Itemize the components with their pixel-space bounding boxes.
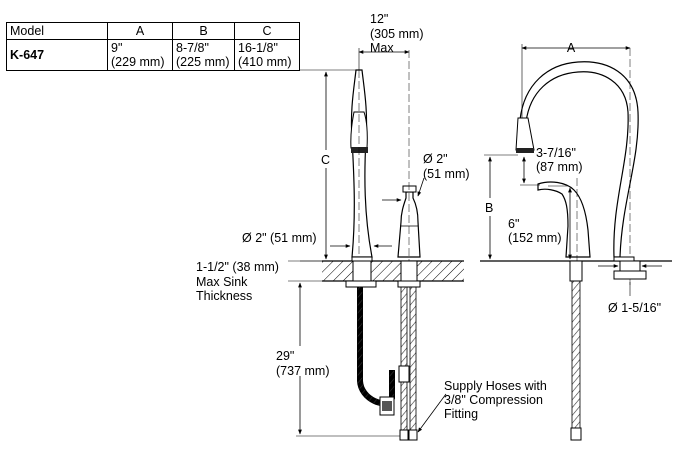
sink-thickness-label: Thickness <box>196 289 252 303</box>
front-spout-shank <box>619 260 641 272</box>
cell-b-mm: (225 mm) <box>176 55 230 69</box>
front-spray-head <box>515 117 535 151</box>
handle-body <box>397 191 421 258</box>
front-compression-fitting <box>570 427 582 441</box>
spec-table: Model A B C K-647 9"(229 mm) 8-7/8"(225 … <box>6 22 300 71</box>
dim-b-label: B <box>485 201 493 215</box>
handle-shank <box>400 260 418 282</box>
faucet-spout <box>350 69 373 258</box>
handle-diameter-inch: Ø 2" <box>423 152 448 166</box>
spray-face <box>351 147 368 153</box>
sink-thickness-dim: 1-1/2" (38 mm) <box>196 260 279 274</box>
handle-nut <box>397 280 421 288</box>
dim-c-label: C <box>321 153 330 167</box>
spec-table-header-row: Model A B C <box>6 22 300 40</box>
max-reach-max: Max <box>370 41 394 55</box>
front-view <box>480 44 672 441</box>
sink-thickness-max: Max Sink <box>196 275 248 289</box>
handle-cap <box>402 185 417 193</box>
spray-height-mm: (87 mm) <box>536 160 583 174</box>
supply-hose-cold <box>409 286 417 438</box>
shank-diameter-label: Ø 1-5/16" <box>608 301 661 315</box>
labels: 12" (305 mm) Max C Ø 2" (51 mm) Ø 2" (51… <box>196 12 661 421</box>
handle-height-inch: 6" <box>508 217 519 231</box>
hose-weight-fill <box>382 401 392 411</box>
supply-hoses-line2: 3/8" Compression <box>444 393 543 407</box>
cell-c: 16-1/8"(410 mm) <box>234 39 300 71</box>
spray-height-inch: 3-7/16" <box>536 146 576 160</box>
max-reach-inch: 12" <box>370 12 388 26</box>
pulldown-hose-outline <box>357 287 395 407</box>
supply-hose-hot <box>400 286 408 438</box>
hose-length-mm: (737 mm) <box>276 364 329 378</box>
compression-fitting-cold <box>408 429 418 441</box>
max-reach-mm: (305 mm) <box>370 27 423 41</box>
dim-a-label: A <box>567 41 576 55</box>
cell-c-inch: 16-1/8" <box>238 41 278 55</box>
front-mount-nut <box>613 270 647 280</box>
mount-nut <box>345 280 377 288</box>
hose-length-label-bg <box>272 346 332 376</box>
hose-length-inch: 29" <box>276 349 294 363</box>
compression-fitting-hot <box>399 429 409 441</box>
front-supply-hose <box>571 280 581 437</box>
supply-hoses-line3: Fitting <box>444 407 478 421</box>
cell-a-inch: 9" <box>111 41 123 55</box>
supply-hoses-line1: Supply Hoses with <box>444 379 547 393</box>
handle-diameter-leader <box>417 177 425 197</box>
cell-a-mm: (229 mm) <box>111 55 165 69</box>
supply-hoses-leader <box>417 393 447 433</box>
front-spray-face <box>516 148 534 153</box>
side-view <box>272 48 464 441</box>
dim-c-label-bg <box>318 150 334 168</box>
cell-c-mm: (410 mm) <box>238 55 292 69</box>
front-base-ring <box>613 256 635 262</box>
front-handle <box>537 181 591 258</box>
spec-table-row: K-647 9"(229 mm) 8-7/8"(225 mm) 16-1/8"(… <box>6 39 300 71</box>
cell-model: K-647 <box>6 39 108 71</box>
sink-deck-hatch <box>322 261 464 281</box>
handle-height-mm: (152 mm) <box>508 231 561 245</box>
handle-diameter-mm: (51 mm) <box>423 167 470 181</box>
cell-a: 9"(229 mm) <box>107 39 173 71</box>
cell-b-inch: 8-7/8" <box>176 41 209 55</box>
front-handle-shank <box>569 260 583 282</box>
cell-b: 8-7/8"(225 mm) <box>172 39 235 71</box>
base-diameter-label: Ø 2" (51 mm) <box>242 231 317 245</box>
dim-b-label-bg <box>482 198 498 216</box>
spout-shank <box>352 260 372 282</box>
hose-connector <box>398 365 410 383</box>
pulldown-hose <box>357 287 395 406</box>
spout-base-ring <box>351 256 373 262</box>
